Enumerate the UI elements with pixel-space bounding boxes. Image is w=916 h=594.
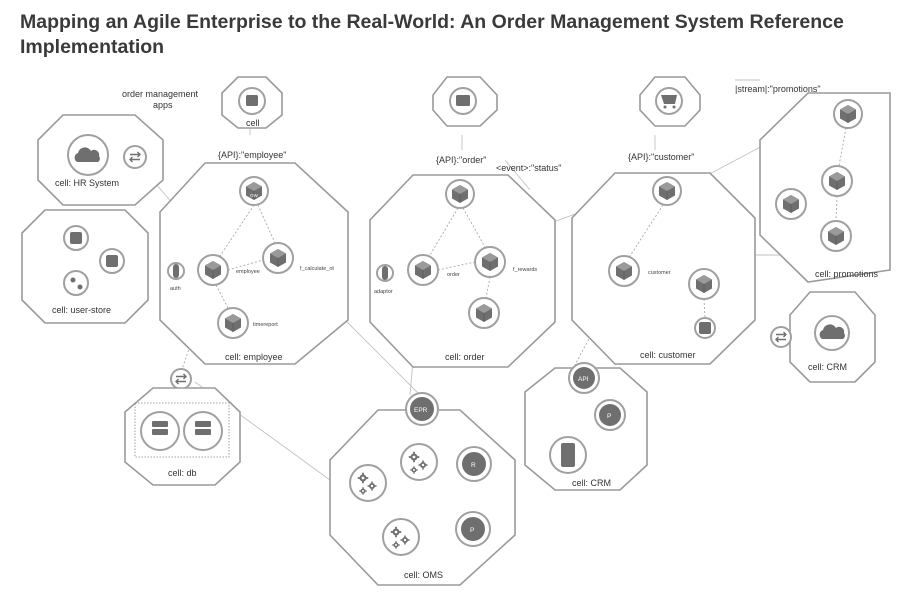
svg-text:API: API bbox=[578, 376, 589, 383]
component-f-calculate-ot: f_calculate_ot bbox=[300, 266, 334, 272]
svg-text:GW: GW bbox=[250, 193, 259, 198]
event-status-label: <event>:"status" bbox=[496, 163, 561, 173]
cell-label-employee: cell: employee bbox=[225, 352, 283, 362]
cell-crm: API P cell: CRM bbox=[524, 362, 648, 491]
cell-order: {API}:"order" <event>:"status" adaptor o… bbox=[369, 76, 561, 368]
cell-label-oms: cell: OMS bbox=[404, 570, 443, 580]
component-timereport: timereport bbox=[253, 322, 278, 328]
annotation-order-management: order management bbox=[122, 89, 199, 99]
svg-text:R: R bbox=[471, 462, 476, 469]
api-employee-label: {API}:"employee" bbox=[218, 150, 286, 160]
component-customer: customer bbox=[648, 270, 671, 276]
adaptor-icon bbox=[382, 266, 388, 280]
cell-crm-right: cell: CRM bbox=[770, 291, 876, 383]
cloud-icon bbox=[74, 147, 100, 162]
database-icon bbox=[106, 255, 118, 267]
cell-promotions: |stream|:"promotions" cell: promotions bbox=[735, 84, 891, 283]
server-icon bbox=[561, 443, 575, 467]
database-icon bbox=[70, 232, 82, 244]
component-adaptor: adaptor bbox=[374, 289, 393, 295]
cell-apps: order management apps cell bbox=[122, 76, 283, 129]
cell-label-crm-right: cell: CRM bbox=[808, 362, 847, 372]
cell-customer: {API}:"customer" customer cell: customer bbox=[571, 76, 756, 365]
cell-label-order: cell: order bbox=[445, 352, 485, 362]
database-icon bbox=[699, 322, 711, 334]
cell-label-user-store: cell: user-store bbox=[52, 305, 111, 315]
cell-employee: {API}:"employee" GW auth employee f_calc… bbox=[159, 150, 349, 365]
cell-db: cell: db bbox=[124, 368, 241, 486]
api-order-label: {API}:"order" bbox=[436, 155, 486, 165]
cell-oms: EPR R P cell: OMS bbox=[329, 392, 516, 586]
app-icon bbox=[246, 95, 258, 106]
cell-hr-system: cell: HR System bbox=[37, 114, 164, 206]
svg-text:P: P bbox=[470, 527, 474, 534]
cell-label-db: cell: db bbox=[168, 468, 197, 478]
monitor-icon bbox=[456, 95, 470, 106]
cell-label-promotions: cell: promotions bbox=[815, 269, 879, 279]
auth-icon bbox=[173, 264, 179, 278]
cell-label-customer: cell: customer bbox=[640, 350, 696, 360]
svg-text:EPR: EPR bbox=[414, 407, 428, 414]
cell-label-apps: cell bbox=[246, 118, 260, 128]
component-f-rewards: f_rewards bbox=[513, 267, 537, 273]
annotation-apps: apps bbox=[153, 100, 173, 110]
component-order: order bbox=[447, 272, 460, 278]
cell-label-crm: cell: CRM bbox=[572, 478, 611, 488]
server-icon bbox=[195, 421, 211, 427]
component-auth: auth bbox=[170, 286, 181, 292]
cart-icon bbox=[661, 95, 677, 104]
server-icon bbox=[152, 421, 168, 427]
page-title: Mapping an Agile Enterprise to the Real-… bbox=[20, 11, 844, 58]
node-icon bbox=[70, 277, 76, 283]
cell-user-store: cell: user-store bbox=[21, 209, 149, 324]
stream-promotions-label: |stream|:"promotions" bbox=[735, 84, 821, 94]
cloud-icon bbox=[819, 324, 845, 339]
svg-text:P: P bbox=[607, 413, 611, 420]
api-customer-label: {API}:"customer" bbox=[628, 152, 694, 162]
component-employee: employee bbox=[236, 269, 260, 275]
cell-label-hr-system: cell: HR System bbox=[55, 178, 119, 188]
